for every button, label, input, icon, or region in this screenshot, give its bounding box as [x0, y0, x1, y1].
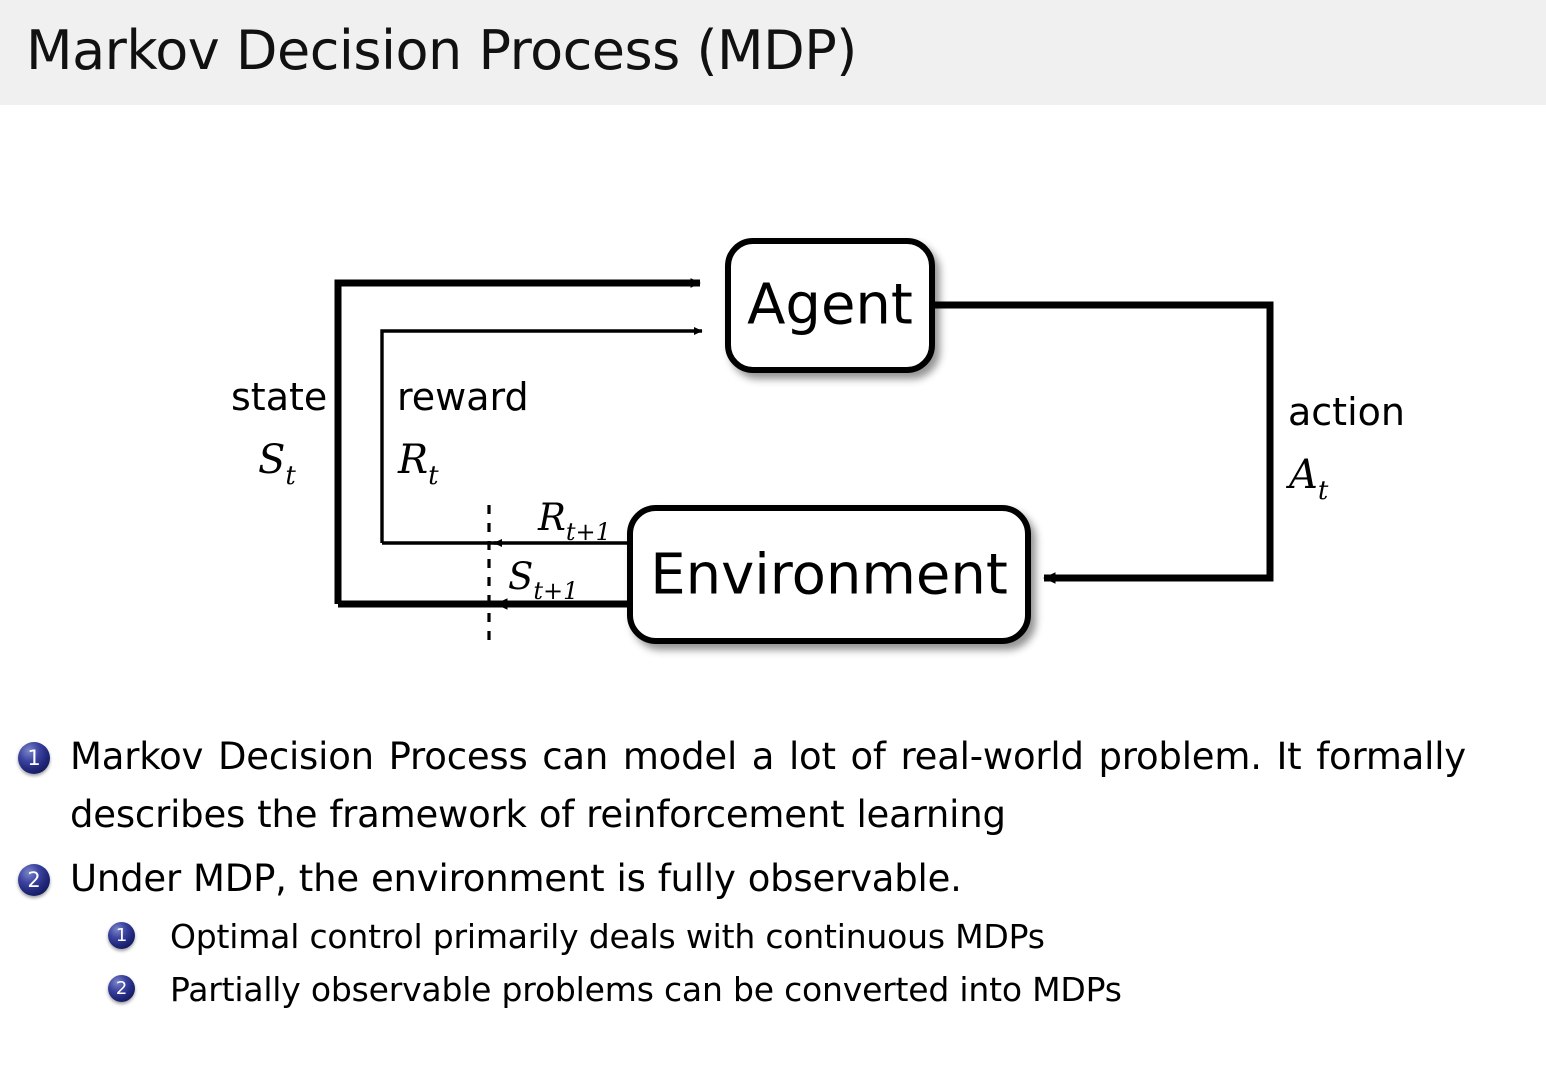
- reward-next-label: Rt+1: [537, 496, 611, 546]
- agent-box: Agent: [725, 238, 935, 373]
- state-label-word: state: [231, 375, 327, 419]
- agent-box-label: Agent: [747, 273, 913, 338]
- action-symbol-sub: t: [1318, 476, 1329, 506]
- state-next-base: S: [508, 555, 533, 598]
- reward-next-sub: t+1: [566, 518, 611, 546]
- list-item: 2 Under MDP, the environment is fully ob…: [0, 850, 1546, 1016]
- state-symbol-base: S: [258, 437, 285, 483]
- state-symbol-sub: t: [285, 461, 296, 491]
- reward-symbol-base: R: [397, 437, 428, 483]
- state-next-label: St+1: [508, 555, 578, 605]
- page-title: Markov Decision Process (MDP): [26, 19, 857, 82]
- state-next-sub: t+1: [533, 577, 578, 605]
- svg-text:St+1: St+1: [508, 555, 578, 605]
- bullet-list-level-1: 1 Markov Decision Process can model a lo…: [0, 728, 1546, 1016]
- sub-list-item-text: Partially observable problems can be con…: [170, 970, 1122, 1009]
- reward-symbol-sub: t: [428, 461, 439, 491]
- sub-list-item: 1 Optimal control primarily deals with c…: [70, 910, 1546, 963]
- action-symbol-base: A: [1285, 452, 1318, 498]
- action-path: [932, 301, 1274, 584]
- sub-list-item-text: Optimal control primarily deals with con…: [170, 917, 1045, 956]
- state-label: state St: [231, 375, 327, 491]
- slide-header-bar: Markov Decision Process (MDP): [0, 0, 1546, 105]
- mdp-agent-environment-diagram: Agent Environment state St reward Rt act…: [0, 105, 1546, 725]
- environment-box: Environment: [627, 505, 1031, 644]
- reward-label: reward Rt: [397, 375, 529, 491]
- slide-body-content: 1 Markov Decision Process can model a lo…: [0, 728, 1546, 1022]
- bullet-badge-2: 2: [18, 864, 50, 896]
- bullet-badge-1: 1: [18, 742, 50, 774]
- action-label-word: action: [1288, 390, 1405, 434]
- list-item-text: Under MDP, the environment is fully obse…: [70, 857, 962, 900]
- svg-text:Rt: Rt: [397, 437, 439, 491]
- list-item: 1 Markov Decision Process can model a lo…: [0, 728, 1546, 844]
- action-label: action At: [1285, 390, 1405, 506]
- bullet-list-level-2: 1 Optimal control primarily deals with c…: [70, 910, 1546, 1016]
- sub-bullet-badge-1: 1: [108, 922, 135, 949]
- svg-text:St: St: [258, 437, 296, 491]
- sub-list-item: 2 Partially observable problems can be c…: [70, 963, 1546, 1016]
- reward-label-word: reward: [397, 375, 529, 419]
- list-item-text: Markov Decision Process can model a lot …: [70, 735, 1466, 836]
- svg-text:Rt+1: Rt+1: [537, 496, 611, 546]
- state-feedback-path: [334, 278, 701, 608]
- svg-text:At: At: [1285, 452, 1329, 506]
- environment-box-label: Environment: [650, 543, 1008, 608]
- reward-feedback-path: [380, 327, 703, 545]
- sub-bullet-badge-2: 2: [108, 975, 135, 1002]
- reward-next-base: R: [537, 496, 566, 539]
